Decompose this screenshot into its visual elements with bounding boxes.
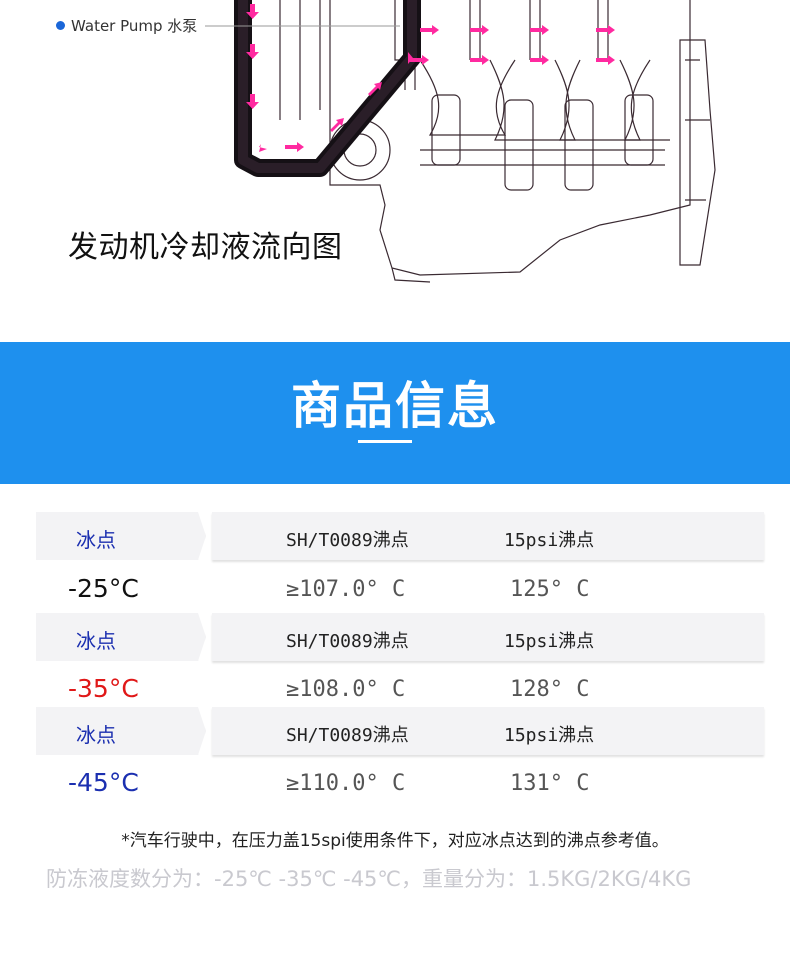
header-freeze-point: 冰点 (76, 528, 116, 552)
header-psi-boiling-point: 15psi沸点 (504, 631, 595, 652)
header-sh-boiling-point: SH/T0089沸点 (286, 725, 409, 746)
reference-note: *汽车行驶中，在压力盖15spi使用条件下，对应冰点达到的沸点参考值。 (121, 831, 669, 851)
header-sh-boiling-point: SH/T0089沸点 (286, 530, 409, 551)
section-banner (0, 342, 790, 484)
banner-title: 商品信息 (291, 377, 499, 435)
water-pump-label: Water Pump 水泵 (56, 15, 197, 36)
diagram-title: 发动机冷却液流向图 (68, 230, 343, 265)
header-cell-freeze (36, 613, 206, 661)
engine-diagram (205, 0, 716, 283)
banner-underline (358, 440, 412, 443)
table-header-row: 冰点 SH/T0089沸点 15psi沸点 (0, 613, 790, 661)
header-cell-freeze (36, 707, 206, 755)
water-pump-text: Water Pump 水泵 (71, 17, 198, 35)
table-header-row: 冰点 SH/T0089沸点 15psi沸点 (0, 707, 790, 755)
psi-boiling-value: 128° C (510, 677, 590, 702)
table-row: -45°C ≥110.0° C 131° C (0, 764, 790, 804)
table-row: -25°C ≥107.0° C 125° C (0, 570, 790, 610)
header-cell-boil (212, 707, 764, 755)
table-row: -35°C ≥108.0° C 128° C (0, 670, 790, 710)
header-cell-boil (212, 613, 764, 661)
sh-boiling-value: ≥107.0° C (286, 577, 406, 602)
header-freeze-point: 冰点 (76, 629, 116, 653)
freeze-value: -35°C (68, 674, 139, 703)
header-psi-boiling-point: 15psi沸点 (504, 530, 595, 551)
sh-boiling-value: ≥108.0° C (286, 677, 406, 702)
table-header-row: 冰点 SH/T0089沸点 15psi沸点 (0, 512, 790, 560)
engine-diagram-section: Water Pump 水泵 发动机冷却液流向图 (0, 0, 790, 342)
freeze-value: -45°C (68, 768, 139, 797)
specs-note: 防冻液度数分为：-25℃ -35℃ -45℃，重量分为：1.5KG/2KG/4K… (46, 867, 692, 891)
header-cell-boil (212, 512, 764, 560)
freeze-value: -25°C (68, 574, 139, 603)
psi-boiling-value: 125° C (510, 577, 590, 602)
header-freeze-point: 冰点 (76, 723, 116, 747)
bullet-dot-icon (56, 21, 65, 30)
header-cell-freeze (36, 512, 206, 560)
header-psi-boiling-point: 15psi沸点 (504, 725, 595, 746)
sh-boiling-value: ≥110.0° C (286, 771, 406, 796)
header-sh-boiling-point: SH/T0089沸点 (286, 631, 409, 652)
psi-boiling-value: 131° C (510, 771, 590, 796)
